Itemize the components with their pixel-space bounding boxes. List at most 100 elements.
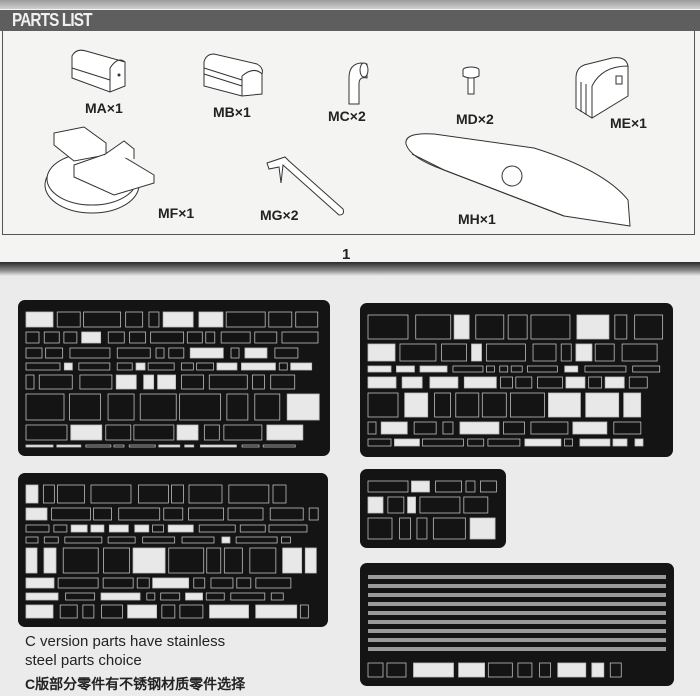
etched-part	[404, 392, 429, 418]
etched-part	[226, 393, 249, 421]
etched-part	[205, 331, 216, 344]
etched-part	[419, 496, 461, 514]
part-mf-drawing	[44, 126, 155, 214]
etched-part	[270, 592, 284, 601]
etched-part	[51, 507, 91, 521]
etched-part	[25, 331, 40, 344]
etched-part	[193, 577, 206, 589]
etched-part	[588, 376, 603, 389]
etched-part	[133, 424, 175, 441]
etched-part	[380, 421, 408, 435]
etched-part	[25, 577, 55, 589]
etched-part	[455, 392, 480, 418]
etched-part	[367, 496, 384, 514]
etched-part	[236, 577, 252, 589]
etched-part	[530, 314, 571, 340]
etched-part	[401, 376, 423, 389]
etched-part	[278, 362, 288, 371]
etched-part	[299, 604, 309, 619]
etched-part	[510, 365, 523, 373]
etched-part	[25, 507, 48, 521]
etched-part	[591, 662, 605, 678]
etched-part	[411, 480, 430, 493]
railing-strip	[368, 629, 666, 633]
etched-part	[480, 480, 497, 493]
etched-part	[399, 343, 437, 362]
etched-part	[537, 376, 563, 389]
etched-part	[189, 347, 224, 359]
part-label-mc: MC×2	[328, 108, 366, 124]
etched-part	[25, 484, 39, 504]
etched-part	[486, 365, 495, 373]
etched-part	[584, 365, 627, 373]
etched-part	[209, 604, 249, 619]
etched-part	[579, 438, 611, 447]
etched-part	[103, 547, 130, 574]
etched-part	[262, 444, 296, 448]
etched-part	[367, 421, 377, 435]
etched-part	[25, 374, 35, 390]
etched-part	[367, 662, 384, 678]
etched-part	[105, 424, 132, 441]
etched-part	[203, 424, 220, 441]
etched-part	[266, 424, 304, 441]
railing-strip	[368, 584, 666, 588]
etched-part	[221, 536, 231, 544]
etched-part	[503, 421, 525, 435]
etched-part	[594, 343, 615, 362]
etched-part	[255, 604, 298, 619]
parts-list-box	[2, 31, 695, 235]
etched-part	[160, 592, 181, 601]
part-label-mh: MH×1	[458, 211, 496, 227]
page-edge-band	[0, 0, 700, 9]
part-label-md: MD×2	[456, 111, 494, 127]
etched-part	[407, 496, 416, 514]
page-edge-shadow	[0, 262, 700, 276]
etched-part	[419, 365, 448, 373]
etched-part	[118, 507, 161, 521]
etched-part	[274, 347, 299, 359]
etched-part	[161, 604, 176, 619]
etched-part	[235, 536, 278, 544]
etched-part	[526, 365, 558, 373]
etched-part	[499, 365, 509, 373]
etched-part	[65, 592, 96, 601]
etched-part	[107, 536, 136, 544]
etched-part	[487, 438, 521, 447]
etched-part	[634, 438, 644, 447]
etched-part	[295, 311, 319, 328]
etched-part	[367, 376, 397, 389]
railing-strip	[368, 638, 666, 642]
etched-part	[42, 484, 55, 504]
etched-part	[572, 421, 608, 435]
etched-part	[539, 662, 552, 678]
etched-part	[463, 376, 497, 389]
etched-part	[107, 331, 125, 344]
etched-part	[367, 314, 409, 340]
etched-part	[25, 393, 65, 421]
etched-part	[487, 662, 513, 678]
etched-part	[63, 331, 78, 344]
etched-part	[452, 365, 484, 373]
part-mg-drawing	[266, 156, 344, 216]
etched-part	[386, 662, 407, 678]
etched-part	[481, 392, 507, 418]
etched-part	[90, 524, 105, 533]
etched-part	[485, 343, 526, 362]
etched-part	[45, 347, 64, 359]
etched-part	[230, 592, 266, 601]
etched-part	[184, 444, 195, 448]
etched-part	[465, 480, 476, 493]
etched-part	[198, 311, 224, 328]
etched-part	[100, 592, 141, 601]
etched-part	[116, 362, 133, 371]
railing-strip	[368, 602, 666, 606]
etched-part	[227, 507, 264, 521]
part-label-mg: MG×2	[260, 207, 299, 223]
etched-part	[25, 536, 39, 544]
etched-part	[270, 374, 296, 390]
etched-part	[59, 604, 78, 619]
etched-part	[517, 662, 533, 678]
etched-part	[69, 393, 101, 421]
etched-part	[459, 421, 500, 435]
